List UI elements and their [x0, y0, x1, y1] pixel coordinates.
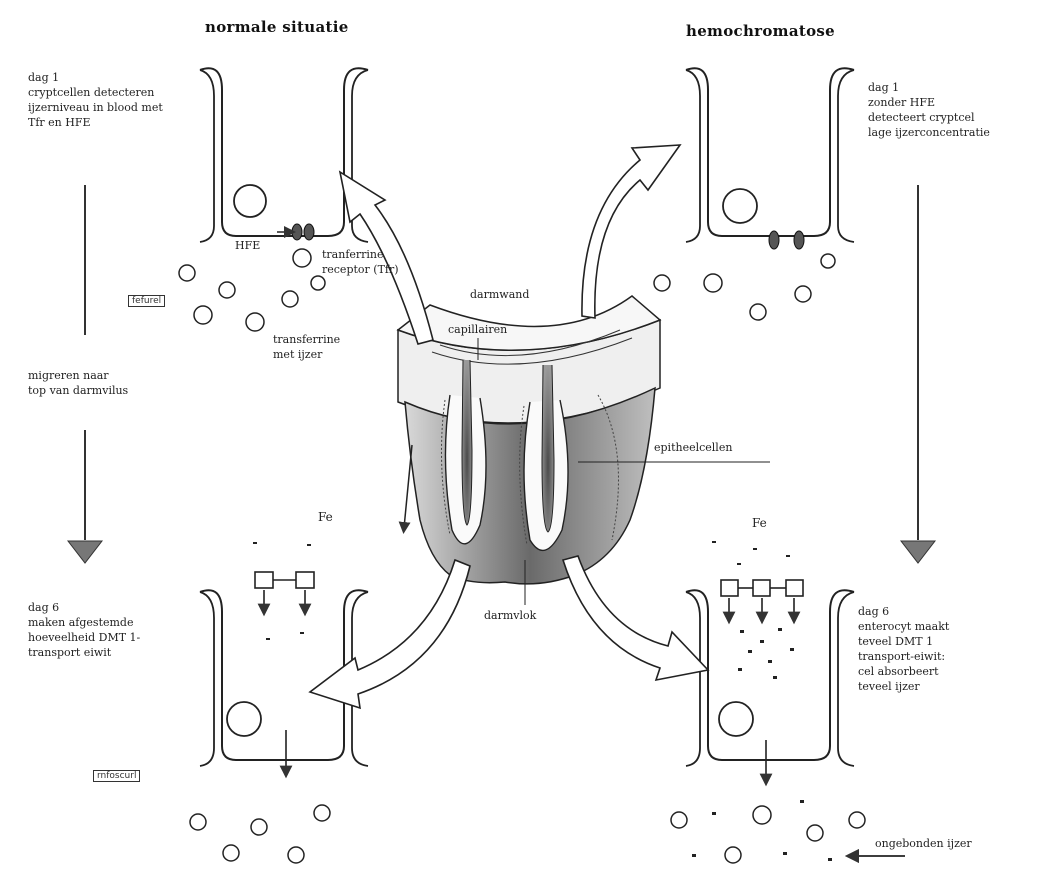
villus-label: darmvlok: [484, 608, 536, 623]
transferrin-particles-right: [654, 254, 835, 320]
unbound-iron-label: ongebonden ijzer: [875, 836, 1035, 851]
right-crypt-cell: [686, 68, 854, 249]
header-normal: normale situatie: [205, 18, 349, 36]
fe-particles-right: [712, 541, 794, 679]
right-day6-text: dag 6 enterocyt maakt teveel DMT 1 trans…: [858, 604, 1033, 694]
nucleus: [234, 185, 266, 217]
right-enterocyte-cell: [686, 580, 854, 780]
hfe-label: HFE: [235, 238, 260, 253]
fe-label-right: Fe: [752, 516, 767, 531]
fe-label-left: Fe: [318, 510, 333, 525]
right-day1-text: dag 1 zonder HFE detecteert cryptcel lag…: [868, 80, 1038, 140]
transferrin-receptor: [292, 224, 314, 240]
migrate-text: migreren naar top van darmvilus: [28, 368, 188, 398]
header-hemochromatosis: hemochromatose: [686, 22, 835, 40]
fe-particles-left: [253, 542, 311, 640]
stamp-bottom: rnfoscurl: [93, 770, 140, 782]
transferrin-particles-left: [179, 265, 325, 331]
epithelial-label: epitheelcellen: [654, 440, 732, 455]
left-day6-text: dag 6 maken afgestemde hoeveelheid DMT 1…: [28, 600, 208, 660]
stamp-top: fefurel: [128, 295, 165, 307]
receptor-label: tranferrine receptor (Tfr): [322, 247, 432, 277]
transferrin-label: transferrine met ijzer: [273, 332, 383, 362]
iron-particles-right-bottom: [671, 800, 905, 863]
capillaries-label: capillairen: [448, 322, 507, 337]
right-timeline-arrow: [901, 185, 935, 563]
left-day1-text: dag 1 cryptcellen detecteren ijzerniveau…: [28, 70, 228, 130]
transferrin-particles-left-bottom: [190, 805, 330, 863]
intestinal-wall-label: darmwand: [470, 287, 529, 302]
dmt1-transporter: [255, 572, 314, 588]
